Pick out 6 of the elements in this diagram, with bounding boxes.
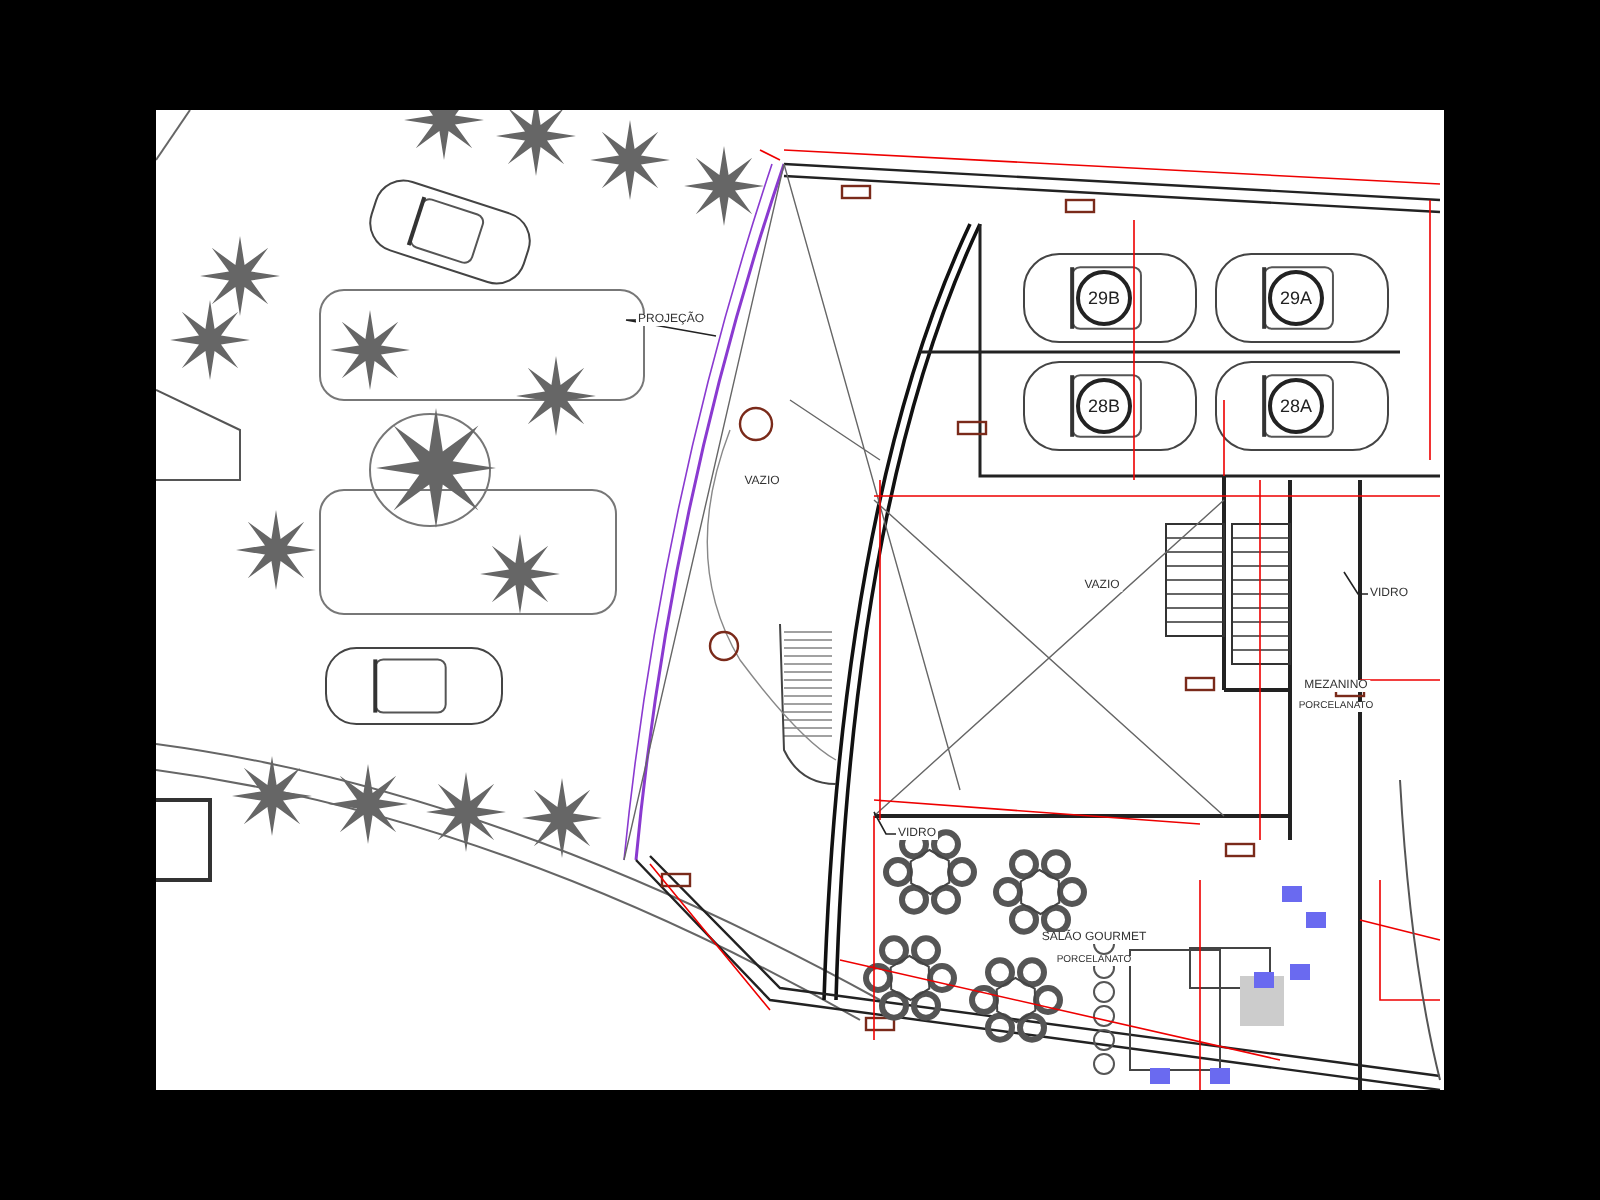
- leader-line: [1343, 571, 1369, 595]
- leader-line: [873, 811, 897, 835]
- parking-space-marker: 28A: [1268, 378, 1324, 434]
- parking-space-marker: 29A: [1268, 270, 1324, 326]
- parking-space-marker: 29B: [1076, 270, 1132, 326]
- parking-space-marker: 28B: [1076, 378, 1132, 434]
